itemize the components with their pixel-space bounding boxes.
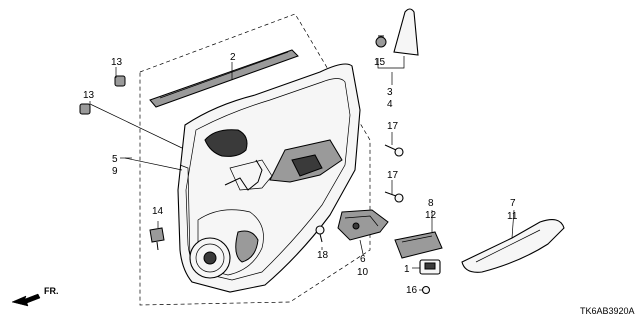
callout-10: 10 <box>357 267 369 278</box>
callout-5: 5 <box>112 154 118 165</box>
screw-16 <box>421 285 431 295</box>
screw-17-lower <box>384 191 404 203</box>
door-lining-panel <box>177 63 361 293</box>
clip-13-upper <box>114 75 126 87</box>
clip-13-lower <box>79 103 91 115</box>
callout-6: 6 <box>360 254 366 265</box>
callout-8: 8 <box>428 198 434 209</box>
clip-14 <box>149 227 165 251</box>
wire-bracket <box>224 159 263 191</box>
callout-14: 14 <box>152 206 164 217</box>
callout-17-lower: 17 <box>387 170 399 181</box>
callout-13-lower: 13 <box>83 90 95 101</box>
diagram-code: TK6AB3920A <box>580 306 635 316</box>
leader-lines <box>89 56 515 291</box>
callouts: 2 13 13 15 3 4 17 17 5 9 14 18 6 10 8 12… <box>83 52 518 296</box>
callout-17-upper: 17 <box>387 121 399 132</box>
callout-2: 2 <box>230 52 236 63</box>
callout-7: 7 <box>510 198 516 209</box>
weatherstrip <box>149 49 299 108</box>
callout-13-upper: 13 <box>111 57 123 68</box>
callout-9: 9 <box>112 166 118 177</box>
handle-cover <box>394 231 443 259</box>
callout-4: 4 <box>387 99 393 110</box>
front-direction-arrow: FR. <box>11 286 59 307</box>
direction-label: FR. <box>44 286 59 296</box>
assembly-boundary <box>139 13 371 306</box>
callout-16: 16 <box>406 285 418 296</box>
power-window-switch <box>419 259 441 275</box>
callout-12: 12 <box>425 210 437 221</box>
callout-3: 3 <box>387 87 393 98</box>
callout-18: 18 <box>317 250 329 261</box>
callout-15: 15 <box>374 57 386 68</box>
armrest <box>461 219 565 273</box>
clip-15 <box>375 35 387 48</box>
callout-1: 1 <box>404 264 410 275</box>
screw-18 <box>315 225 325 243</box>
screw-17-upper <box>384 144 404 157</box>
callout-11: 11 <box>507 211 518 222</box>
inner-handle-bracket <box>337 209 389 241</box>
upper-molding <box>393 8 419 56</box>
